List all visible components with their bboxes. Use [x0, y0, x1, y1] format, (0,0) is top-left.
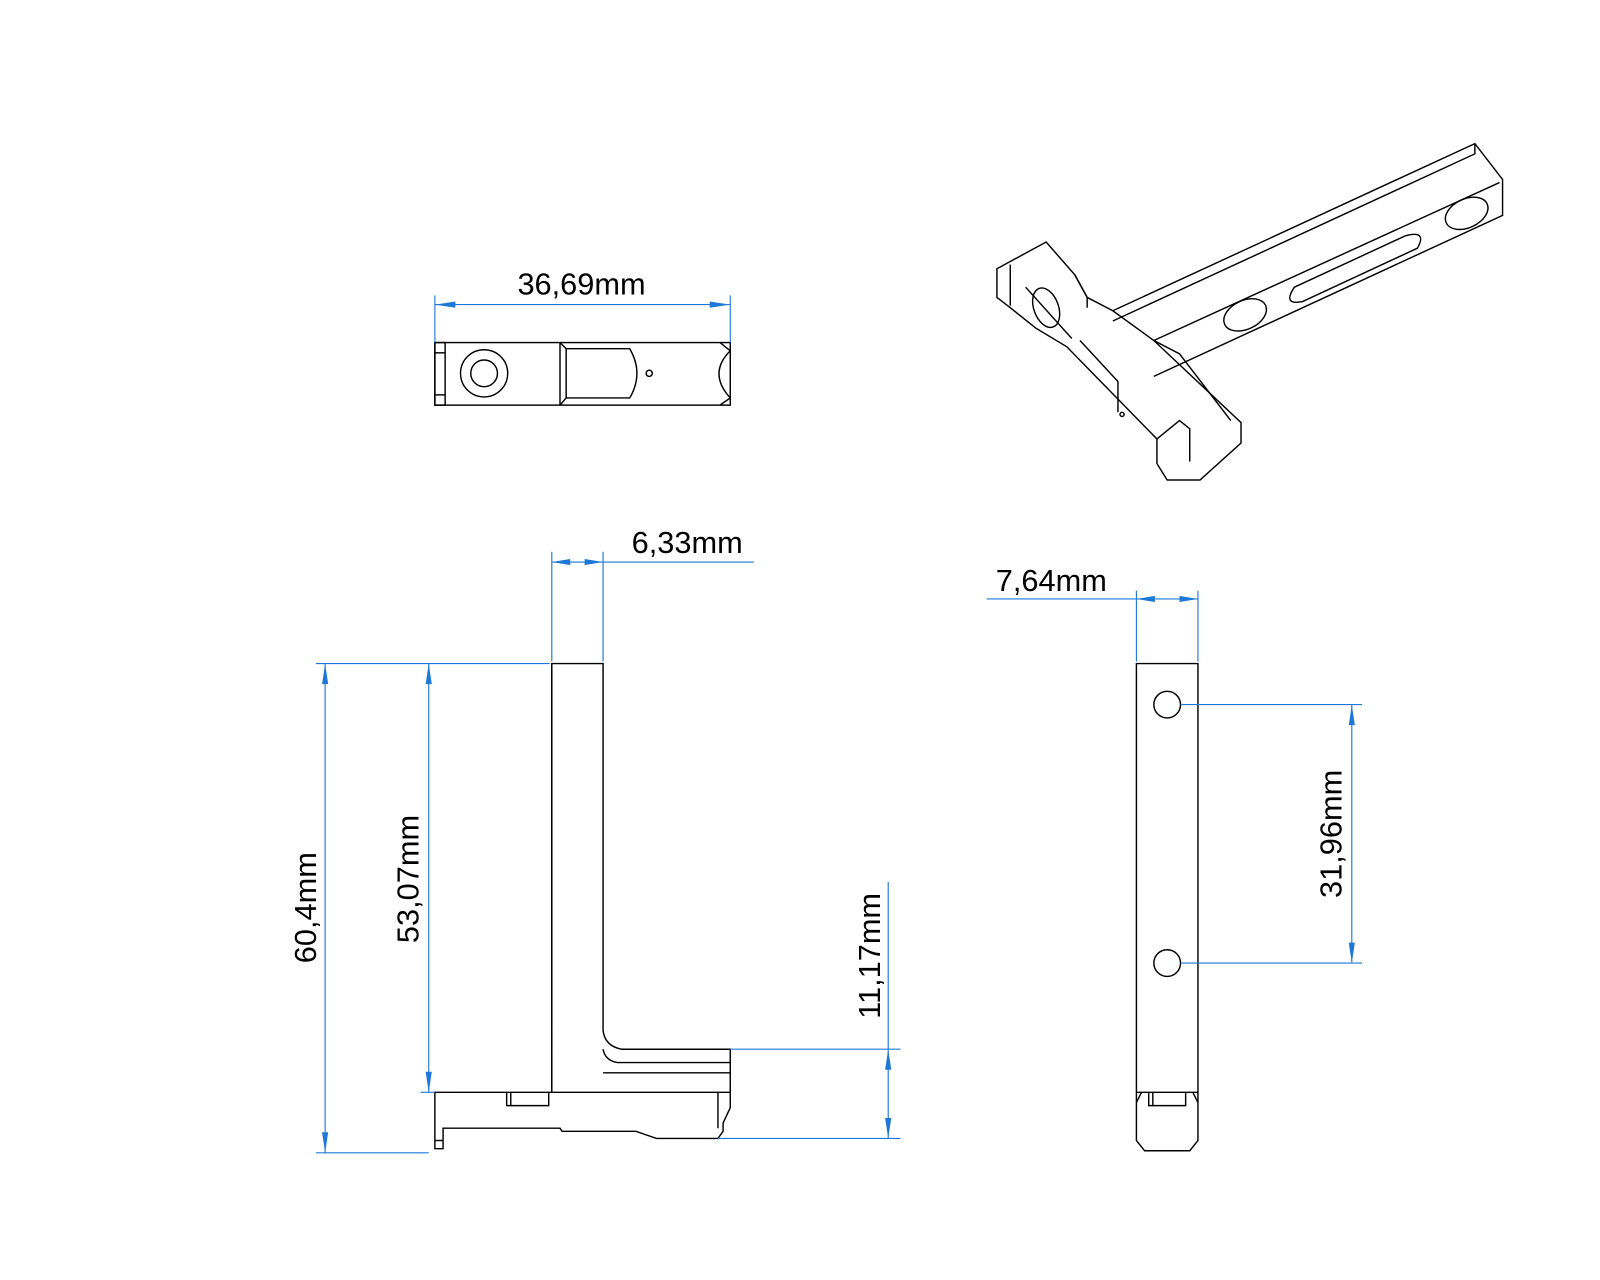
- top-view: [434, 341, 731, 406]
- dim-label: 31,96mm: [1314, 770, 1349, 898]
- mounting-hole: [1153, 690, 1182, 719]
- dim-label: 36,69mm: [517, 266, 645, 301]
- dim-hole-spacing: 31,96mm: [1180, 704, 1363, 964]
- dim-top-length: 36,69mm: [434, 266, 731, 343]
- mounting-hole: [1153, 949, 1182, 978]
- isometric-view: [996, 142, 1504, 481]
- side-view: [434, 662, 731, 1150]
- dim-plate-thickness: 6,33mm: [551, 525, 754, 662]
- dim-label: 53,07mm: [390, 815, 425, 943]
- dim-total-height: 60,4mm: [288, 663, 550, 1154]
- counterbore-hole: [459, 349, 509, 398]
- dim-label: 11,17mm: [852, 893, 887, 1019]
- dim-label: 60,4mm: [288, 852, 323, 963]
- dim-plate-height: 53,07mm: [390, 663, 435, 1093]
- dim-base-height: 11,17mm: [717, 882, 901, 1140]
- dim-end-width: 7,64mm: [986, 563, 1199, 662]
- dim-label: 6,33mm: [632, 525, 743, 560]
- dim-label: 7,64mm: [996, 563, 1107, 598]
- end-view: [1135, 662, 1199, 1152]
